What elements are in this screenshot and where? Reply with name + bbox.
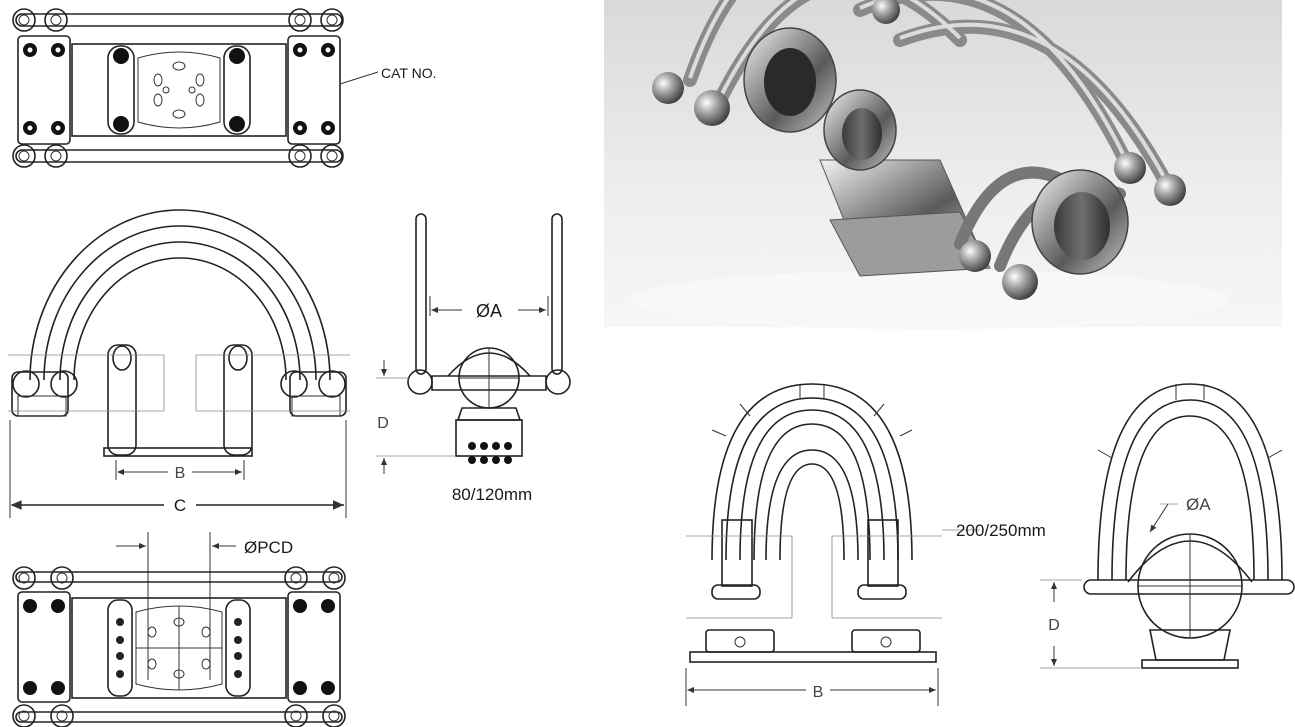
- product-render-image: [604, 0, 1282, 330]
- lower-front-view: 200/250mm B: [685, 383, 1046, 706]
- bottom-view: ØPCD: [12, 532, 346, 727]
- lower-side-view: ØA D: [1040, 383, 1295, 669]
- spacing-large-label: 200/250mm: [956, 521, 1046, 540]
- dia-a-lower-label: ØA: [1186, 495, 1211, 514]
- front-view: B C: [8, 209, 350, 518]
- spacing-small-label: 80/120mm: [452, 485, 532, 504]
- dim-b-lower-label: B: [813, 684, 824, 701]
- dim-d-side-label: D: [377, 415, 389, 432]
- dia-a-side-label: ØA: [476, 301, 502, 321]
- dim-c-front-label: C: [174, 496, 186, 515]
- side-view: ØA D 80/120mm: [376, 213, 571, 504]
- dim-d-lower-label: D: [1048, 617, 1060, 634]
- top-view: CAT NO.: [12, 8, 437, 168]
- dim-b-front-label: B: [175, 465, 186, 482]
- cat-no-label: CAT NO.: [381, 65, 437, 81]
- dia-pcd-label: ØPCD: [244, 538, 293, 557]
